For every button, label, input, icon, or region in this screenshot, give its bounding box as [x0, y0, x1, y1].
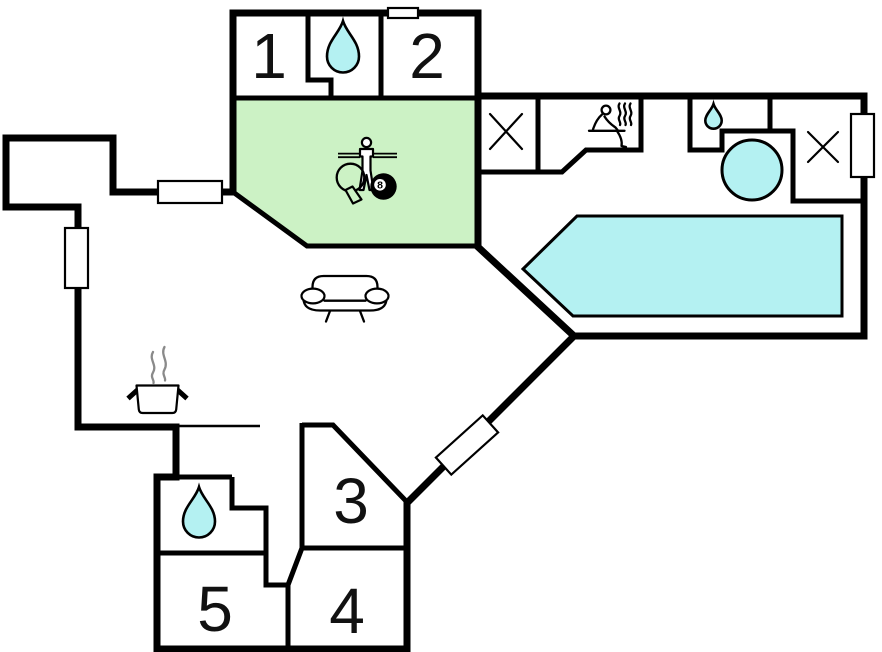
room-label-2: 2 [409, 20, 445, 92]
walls-bedrooms-345 [157, 422, 408, 649]
water-drop-icon [181, 482, 217, 539]
water-drop-icon [325, 16, 361, 74]
x-mark-icon [806, 130, 840, 164]
room-label-4: 4 [329, 575, 365, 647]
room-label-1: 1 [251, 20, 287, 92]
sauna-steam-icon [617, 102, 633, 127]
wall-wc-hottub-niche [687, 96, 864, 204]
foosball-player-icon [338, 136, 397, 192]
wall-storage-sauna [478, 98, 644, 175]
swimming-pool [520, 214, 844, 318]
eight-ball-number: 8 [377, 180, 383, 192]
window-icon [434, 413, 500, 477]
window-icon [386, 6, 420, 20]
game-room-floor [234, 99, 477, 246]
window-icon [63, 226, 90, 290]
window-icon [849, 112, 876, 179]
hot-tub [720, 138, 784, 202]
x-mark-icon [488, 112, 524, 151]
room-label-5: 5 [197, 573, 233, 645]
sauna-person-icon [587, 104, 628, 149]
wall-bedroom1-divider [305, 13, 334, 98]
water-drop-icon [703, 99, 724, 130]
wall-gameroom-bottom [231, 189, 478, 249]
pot-steam-icon [150, 345, 167, 385]
sofa-icon [300, 274, 390, 323]
room-label-3: 3 [333, 465, 369, 537]
cooking-pot-icon [126, 384, 189, 415]
billiard-8-ball-icon: 8 [370, 173, 397, 200]
table-tennis-paddle-icon [335, 162, 366, 205]
exterior-walls [2, 9, 868, 652]
window-icon [156, 179, 224, 205]
